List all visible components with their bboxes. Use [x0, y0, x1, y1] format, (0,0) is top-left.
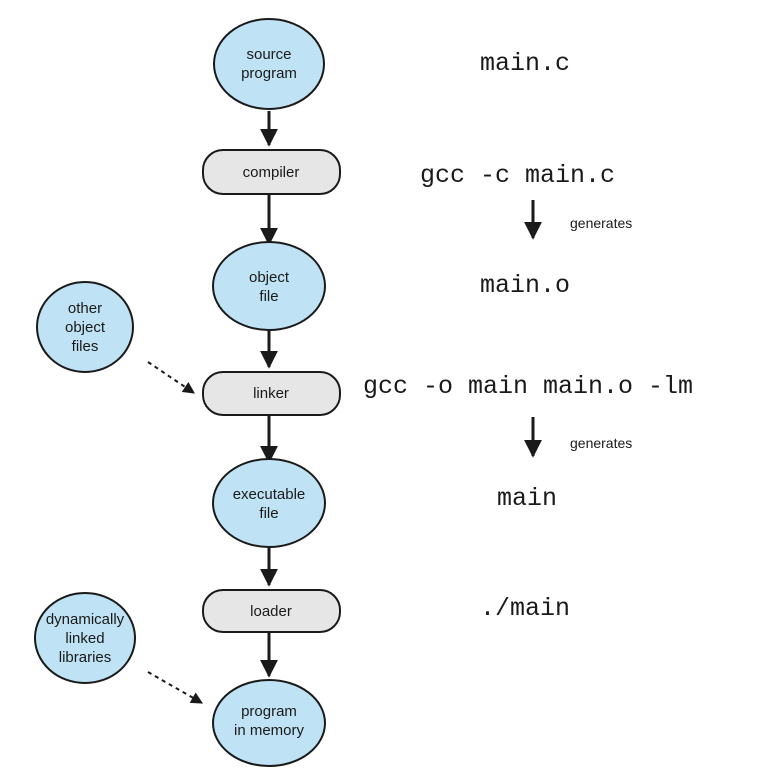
node-label: libraries — [59, 649, 112, 666]
command-executable: main — [497, 484, 557, 513]
node-compiler: compiler — [202, 149, 341, 195]
generates-label-2: generates — [570, 435, 632, 451]
node-label: object — [249, 269, 290, 286]
node-loader: loader — [202, 589, 341, 633]
node-linker: linker — [202, 371, 341, 416]
node-label: linker — [253, 385, 289, 402]
node-other-object-files: other object files — [36, 281, 134, 373]
command-link: gcc -o main main.o -lm — [363, 372, 693, 401]
node-program-in-memory: program in memory — [212, 679, 326, 767]
node-label: file — [259, 505, 278, 522]
node-object-file: object file — [212, 241, 326, 331]
node-label: files — [72, 338, 99, 355]
node-label: loader — [250, 603, 292, 620]
node-label: other — [68, 300, 102, 317]
dashed-arrow-libraries-to-memory — [147, 671, 204, 704]
command-run: ./main — [480, 594, 570, 623]
node-label: dynamically — [46, 611, 125, 628]
node-executable-file: executable file — [212, 458, 326, 548]
node-label: linked — [65, 630, 104, 647]
node-label: program — [241, 65, 297, 82]
node-dynamically-linked-libraries: dynamically linked libraries — [34, 592, 136, 684]
node-label: in memory — [234, 722, 305, 739]
node-label: file — [259, 288, 278, 305]
node-label: executable — [233, 486, 306, 503]
node-label: object — [65, 319, 106, 336]
generates-label-1: generates — [570, 215, 632, 231]
dashed-arrow-other-objects-to-linker — [147, 361, 195, 394]
command-source: main.c — [480, 49, 570, 78]
command-compile: gcc -c main.c — [420, 161, 615, 190]
node-source-program: source program — [213, 18, 325, 110]
node-label: program — [241, 703, 297, 720]
command-object: main.o — [480, 271, 570, 300]
node-label: compiler — [243, 164, 300, 181]
node-label: source — [246, 46, 291, 63]
